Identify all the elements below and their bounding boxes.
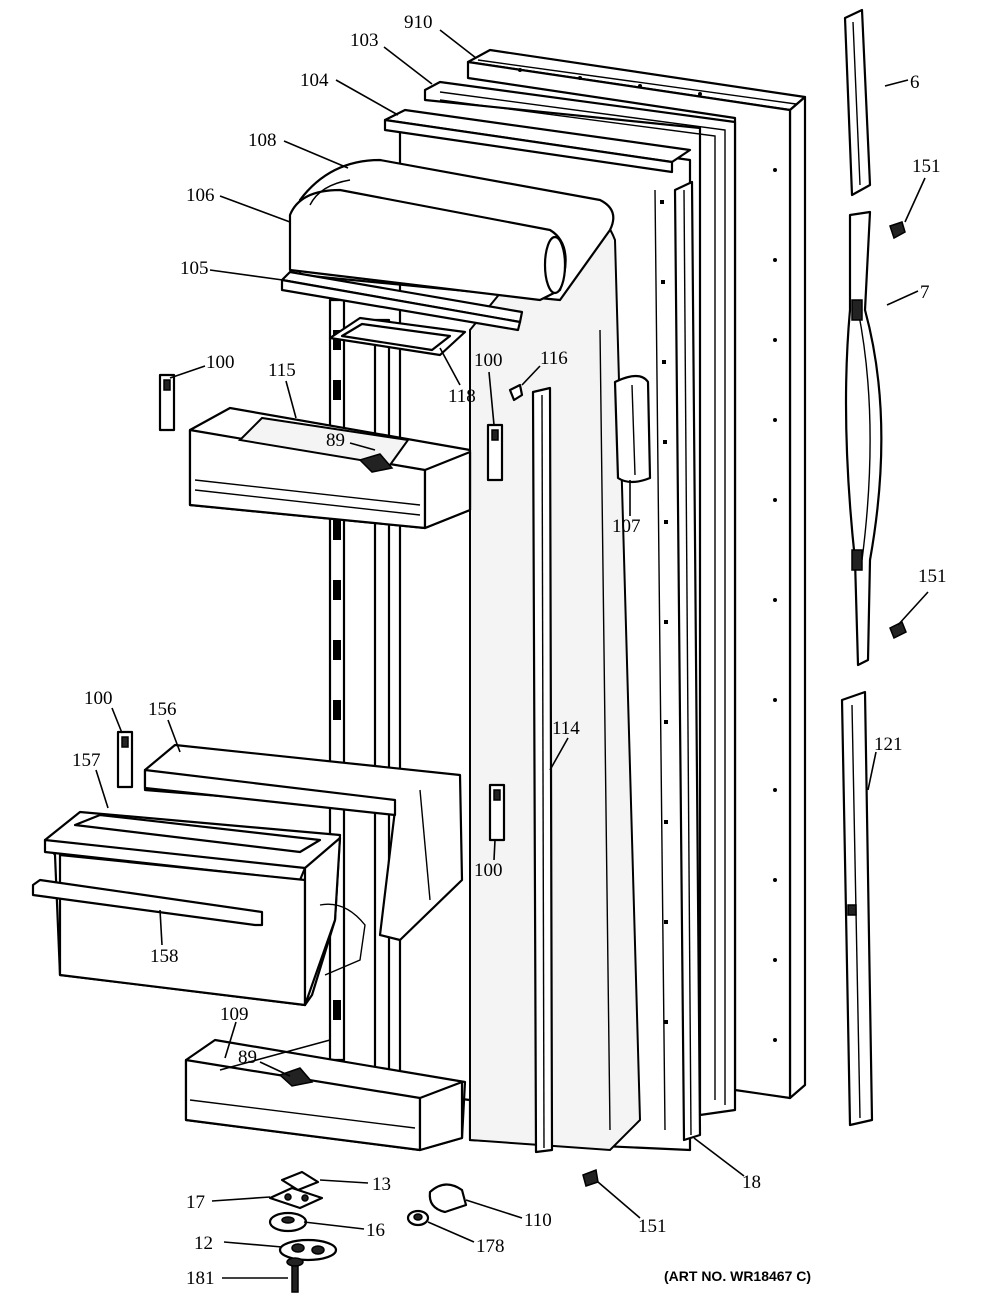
switch-plate [613,374,652,484]
callout-106: 106 [186,185,215,206]
callout-103: 103 [350,30,379,51]
callout-100-b: 100 [474,350,503,371]
callout-6: 6 [910,72,920,93]
callout-114: 114 [552,718,580,739]
bushing-178 [406,1209,430,1227]
bin-clip-100-d [488,783,506,842]
callout-17: 17 [186,1192,205,1213]
callout-115: 115 [268,360,296,381]
callout-100-d: 100 [474,860,503,881]
callout-7: 7 [920,282,930,303]
callout-157: 157 [72,750,101,771]
trim-strip [531,386,554,1154]
callout-118: 118 [448,386,476,407]
callout-104: 104 [300,70,329,91]
callout-89-a: 89 [326,430,345,451]
hinge-part-17 [268,1186,324,1210]
dairy-tray [328,316,467,357]
liner-rivets [660,200,668,1024]
dairy-compartment [288,158,615,302]
hinge-part-13 [280,1170,320,1192]
door-handle [844,210,883,667]
callout-105: 105 [180,258,209,279]
upper-door-bin [188,406,472,530]
callout-18: 18 [742,1172,761,1193]
callout-12: 12 [194,1233,213,1254]
breaker-strip [673,180,702,1142]
lower-door-bin [184,1038,467,1152]
callout-158: 158 [150,946,179,967]
hinge-part-16 [268,1211,308,1233]
handle-cap-top [843,8,872,197]
callout-151-bottom: 151 [638,1216,667,1237]
door-liner [398,118,692,1152]
callout-13: 13 [372,1174,391,1195]
callout-108: 108 [248,130,277,151]
hinge-pin-181 [286,1257,304,1293]
callout-178: 178 [476,1236,505,1257]
callout-100-c: 100 [84,688,113,709]
callout-110: 110 [524,1210,552,1231]
callout-109: 109 [220,1004,249,1025]
screw-151-top [889,221,906,240]
callout-labels: 910 103 104 108 106 105 6 151 7 100 115 … [72,12,947,1289]
callout-16: 16 [366,1220,385,1241]
screw-151-bottom [582,1168,599,1187]
door-screw-holes [518,68,777,1042]
callout-151-middle: 151 [918,566,947,587]
hinge-part-12 [278,1238,338,1262]
cam-110 [428,1183,468,1214]
bin-clip-100-a [158,373,176,432]
callout-121: 121 [874,734,903,755]
callout-100-a: 100 [206,352,235,373]
dairy-hinge-bar [280,270,524,332]
callout-156: 156 [148,699,177,720]
callout-910: 910 [404,12,433,33]
deli-bin-cover [143,743,464,942]
callout-151-top: 151 [912,156,941,177]
door-outer-panel [466,48,807,1100]
deli-bin-handle [31,878,264,927]
screw-116 [508,383,524,402]
art-number: (ART NO. WR18467 C) [664,1268,811,1284]
callout-116: 116 [540,348,568,369]
door-top-cap [383,108,692,174]
bin-clip-100-c [116,730,134,789]
leader-lines [95,29,929,1279]
callout-107: 107 [612,516,641,537]
door-gasket [423,80,737,1117]
callout-89-b: 89 [238,1047,257,1068]
handle-cap-bottom [840,690,874,1127]
callout-181: 181 [186,1268,215,1289]
bin-clip-100-b [486,423,504,482]
shelf-rail-left [328,298,391,1082]
